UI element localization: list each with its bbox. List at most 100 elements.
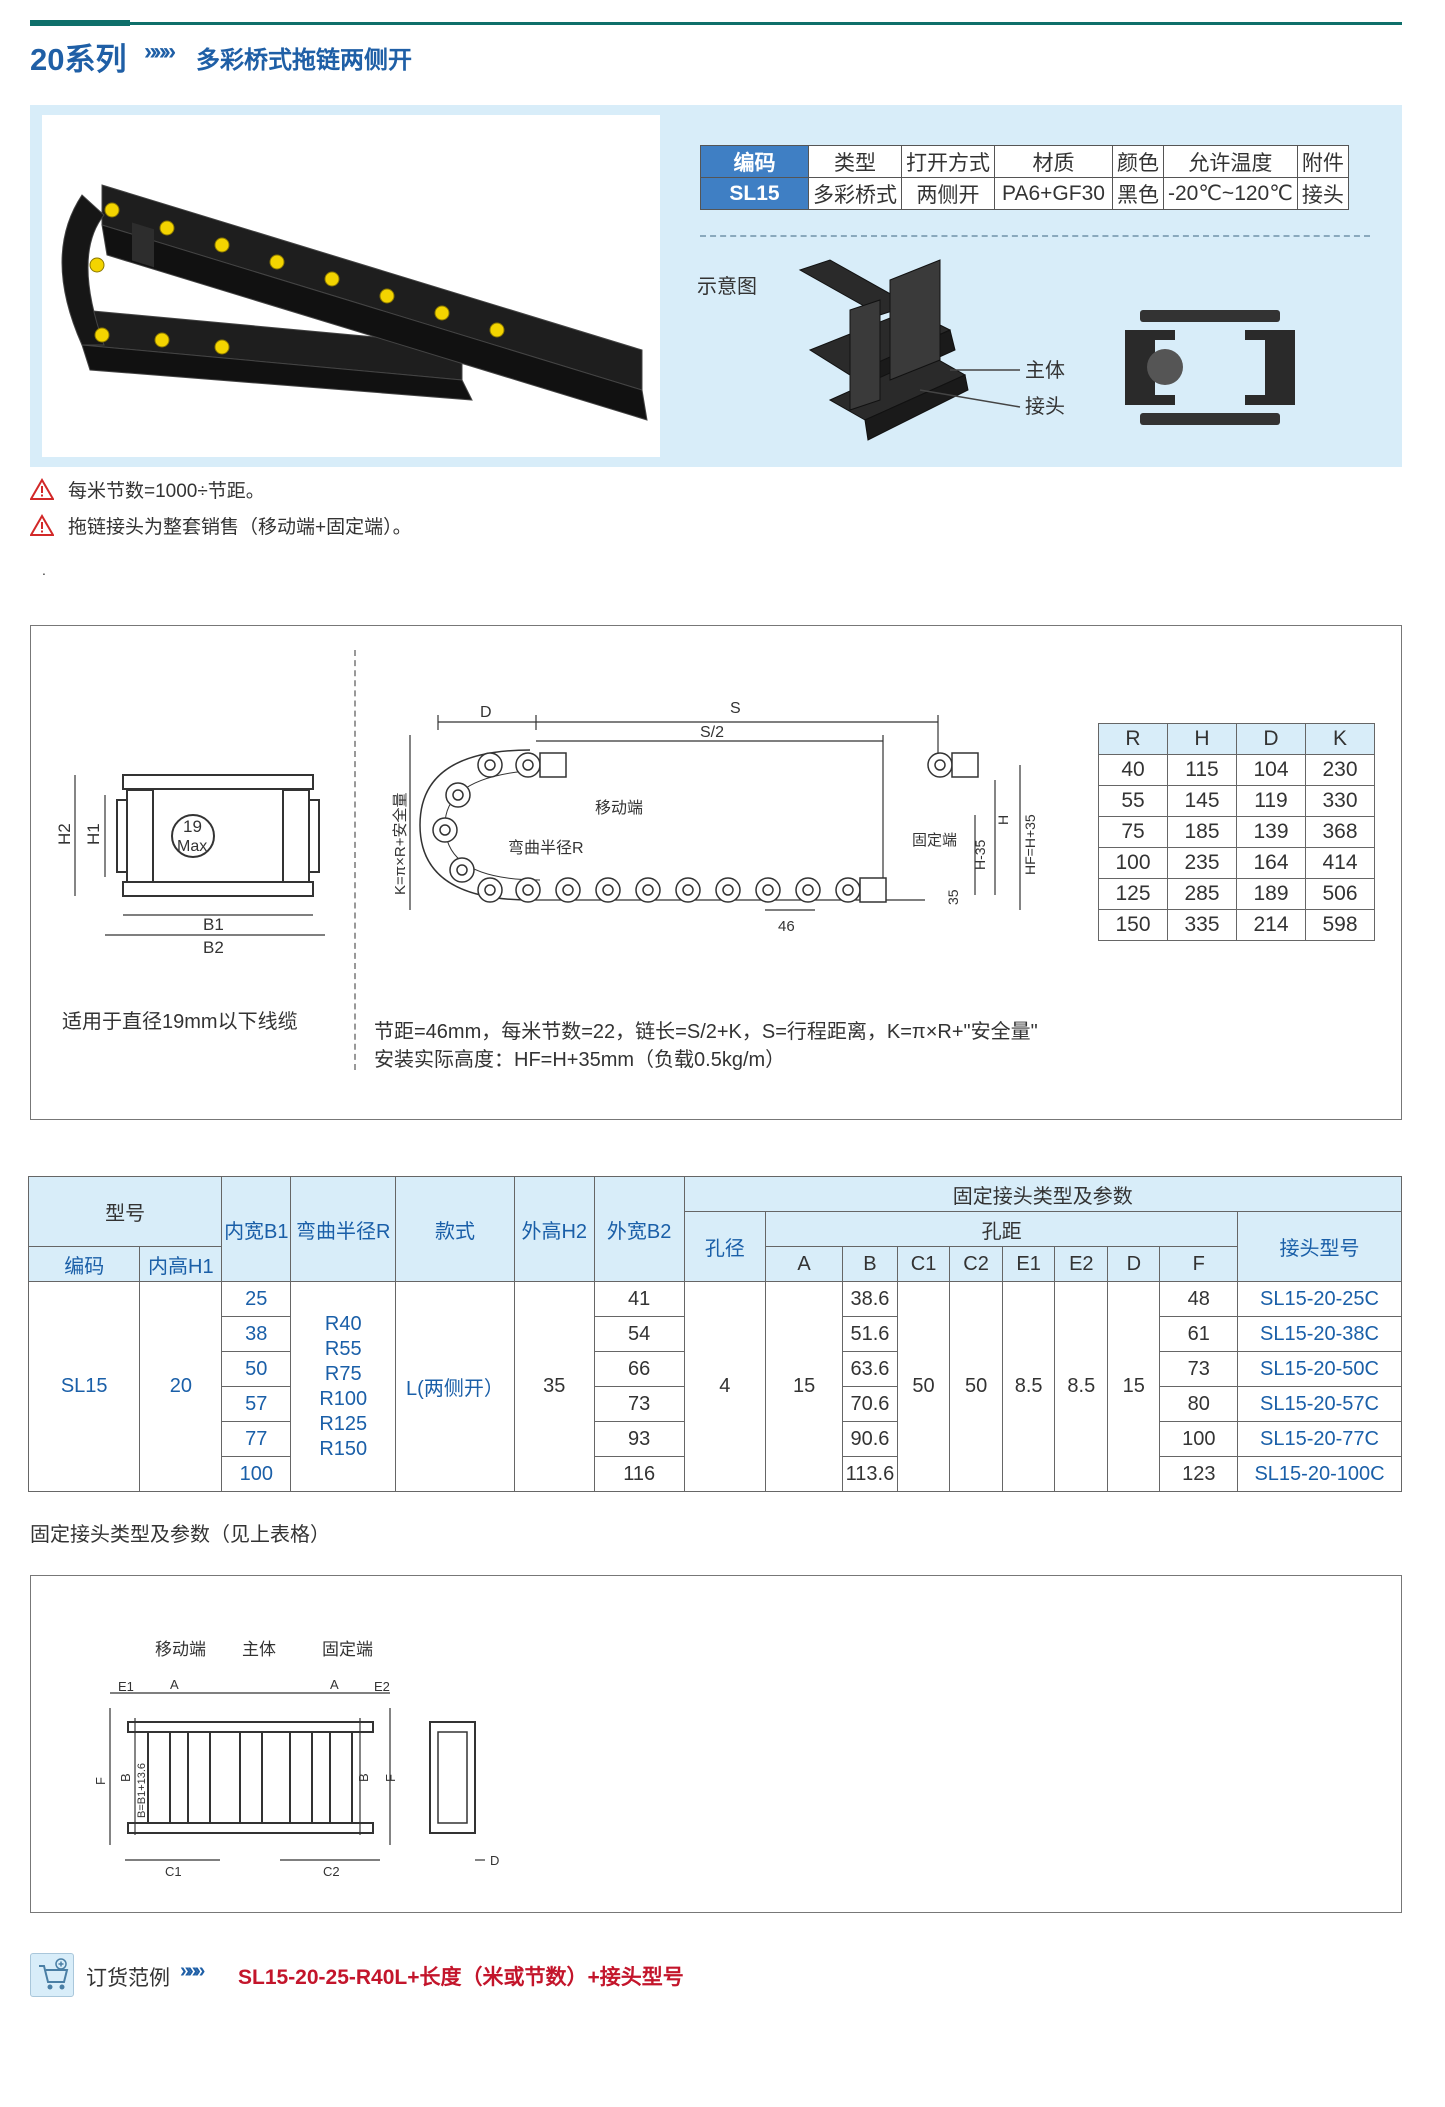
diagram-separator: [354, 650, 356, 1070]
cell-b1: 38: [221, 1316, 292, 1352]
cell-b1: 57: [221, 1386, 292, 1422]
rh-cell: 104: [1236, 754, 1306, 786]
cell-f: 123: [1159, 1456, 1239, 1492]
cell-joint: SL15-20-100C: [1237, 1456, 1402, 1492]
schematic-body-label: 主体: [1025, 359, 1065, 382]
spec-value-material: PA6+GF30: [994, 177, 1113, 210]
bend-r150: R150: [319, 1437, 368, 1460]
sv-s-half-label: S/2: [700, 724, 724, 741]
drag-chain-photo-icon: [61, 184, 648, 421]
sv-pitch-label: 46: [778, 918, 795, 935]
cell-f: 48: [1159, 1281, 1239, 1317]
cell-a: 15: [765, 1281, 844, 1492]
spec-header-material: 材质: [994, 145, 1113, 178]
rh-cell: 214: [1236, 909, 1306, 941]
cell-b: 113.6: [842, 1456, 898, 1492]
rh-cell: 235: [1167, 847, 1237, 879]
cell-outer-height: 35: [513, 1281, 595, 1492]
th-model: 型号: [27, 1176, 223, 1247]
table-row: 100 116 113.6 123 SL15-20-100C: [29, 1456, 1402, 1492]
rh-cell: 100: [1098, 847, 1168, 879]
jd-b-label: B: [118, 1773, 133, 1782]
rh-cell: 125: [1098, 878, 1168, 910]
jd-a-label: A: [170, 1677, 179, 1692]
jd-fixed-label: 固定端: [322, 1640, 373, 1659]
cs-b1-label: B1: [203, 915, 224, 934]
rh-cell: 115: [1167, 754, 1237, 786]
cell-style: L(两侧开）: [395, 1281, 515, 1492]
header-arrows: »»»: [144, 38, 176, 65]
note-pitch: 每米节数=1000÷节距。: [30, 476, 265, 503]
jd-c2-label: C2: [323, 1864, 340, 1879]
cell-e1: 8.5: [1001, 1281, 1056, 1492]
spec-value-color: 黑色: [1112, 177, 1164, 210]
dashed-divider: [700, 235, 1370, 237]
th-fixed-joint: 固定接头类型及参数: [683, 1176, 1403, 1212]
spec-value-temp: -20℃~120℃: [1163, 177, 1298, 210]
jd-moving-label: 移动端: [155, 1640, 206, 1659]
th-inner-height: 内高H1: [139, 1246, 223, 1282]
rh-cell: 55: [1098, 785, 1168, 817]
cell-b: 38.6: [842, 1281, 898, 1317]
table-row: 38 54 51.6 61 SL15-20-38C: [29, 1316, 1402, 1352]
rh-cell: 75: [1098, 816, 1168, 848]
cell-bend-radius: R40 R55 R75 R100 R125 R150: [290, 1281, 397, 1492]
schematic-label: 示意图: [697, 276, 757, 298]
sv-d-label: D: [480, 704, 492, 721]
bend-r55: R55: [324, 1337, 362, 1360]
dimension-diagram-box: [30, 625, 1402, 1120]
cell-e2: 8.5: [1054, 1281, 1109, 1492]
cell-f: 100: [1159, 1421, 1239, 1457]
jd-e2-label: E2: [374, 1679, 390, 1694]
header-rule: [30, 22, 1402, 25]
spec-value-code: SL15: [700, 177, 809, 210]
bend-r125: R125: [319, 1412, 368, 1435]
th-c1: C1: [896, 1246, 951, 1282]
spec-header-type: 类型: [808, 145, 902, 178]
spec-table: 编码 类型 打开方式 材质 颜色 允许温度 附件 SL15 多彩桥式 两侧开 P…: [700, 145, 1349, 210]
th-inner-width: 内宽B1: [221, 1176, 292, 1282]
th-code: 编码: [27, 1246, 141, 1282]
cell-b1: 100: [221, 1456, 292, 1492]
cell-b: 90.6: [842, 1421, 898, 1457]
pitch-formula: 节距=46mm，每米节数=22，链长=S/2+K，S=行程距离，K=π×R+"安…: [374, 1021, 1038, 1043]
joint-drawing: 移动端 主体 固定端 E1 A A E2 F B B=B1+13.6 B F C…: [93, 1640, 499, 1879]
schematic-joint-label: 接头: [1025, 395, 1065, 418]
rh-cell: 185: [1167, 816, 1237, 848]
rh-cell: 189: [1236, 878, 1306, 910]
cable-note: 适用于直径19mm以下线缆: [62, 1011, 298, 1033]
order-arrows: »»»: [180, 1960, 205, 1982]
sv-s-label: S: [730, 700, 741, 717]
model-parameter-table: 型号 内宽B1 弯曲半径R 款式 外高H2 外宽B2 固定接头类型及参数 孔径 …: [27, 1176, 1403, 1492]
chain-end-view-icon: [1125, 310, 1295, 425]
sv-h35-label: 35: [945, 889, 961, 905]
rh-cell: 40: [1098, 754, 1168, 786]
th-d: D: [1107, 1246, 1161, 1282]
cell-joint: SL15-20-38C: [1237, 1316, 1402, 1352]
side-view-drawing: D S S/2 K=π×R+安全量 移动端 弯曲半径R 固定端 46 35 H-…: [391, 700, 1038, 935]
bend-r75: R75: [324, 1362, 362, 1385]
spec-header-temp: 允许温度: [1163, 145, 1298, 178]
th-e1: E1: [1001, 1246, 1056, 1282]
rh-cell: 330: [1305, 785, 1375, 817]
rh-cell: 598: [1305, 909, 1375, 941]
sv-hf-label: HF=H+35: [1022, 814, 1038, 875]
th-b: B: [842, 1246, 898, 1282]
jd-a2-label: A: [330, 1677, 339, 1692]
note-joint-text: 拖链接头为整套销售（移动端+固定端）。: [68, 517, 412, 538]
header-accent: [30, 20, 130, 26]
cell-b2: 54: [593, 1316, 685, 1352]
cross-section-drawing: H2 H1 19 Max B1 B2: [55, 774, 325, 957]
th-joint-model: 接头型号: [1237, 1211, 1402, 1282]
spec-header-color: 颜色: [1112, 145, 1164, 178]
cell-d: 15: [1107, 1281, 1161, 1492]
rh-cell: 164: [1236, 847, 1306, 879]
note-pitch-text: 每米节数=1000÷节距。: [68, 481, 265, 502]
jd-d-label: D: [490, 1853, 499, 1868]
th-bend-radius: 弯曲半径R: [290, 1176, 397, 1282]
rh-cell: 285: [1167, 878, 1237, 910]
